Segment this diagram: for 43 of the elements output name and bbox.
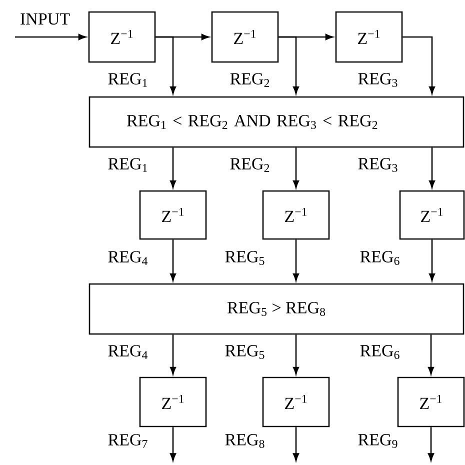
edge-label: REG$_{5}$ — [225, 251, 264, 265]
arrow — [170, 334, 176, 375]
arrow — [170, 427, 176, 461]
edge-label: REG$_{4}$ — [108, 345, 148, 359]
edge-label: REG$_{3}$ — [358, 73, 398, 87]
delay-box: Z$^{−1}$ — [88, 11, 156, 63]
edge-label: REG$_{6}$ — [360, 251, 400, 265]
arrow — [15, 34, 86, 40]
delay-box: Z$^{−1}$ — [139, 376, 207, 428]
arrow — [156, 36, 176, 94]
arrow — [278, 36, 300, 94]
delay-box: Z$^{−1}$ — [397, 376, 465, 428]
delay-box: Z$^{−1}$ — [262, 190, 330, 240]
edge-label: REG$_{2}$ — [230, 73, 270, 87]
delay-box: Z$^{−1}$ — [399, 190, 465, 240]
arrow — [428, 240, 436, 282]
edge-label: REG$_{3}$ — [358, 158, 398, 172]
edge-label: REG$_{1}$ — [108, 73, 148, 87]
edge-label: REG$_{9}$ — [358, 434, 398, 448]
arrow — [170, 148, 176, 188]
edge-label: REG$_{4}$ — [108, 251, 148, 265]
edge-label: REG$_{6}$ — [360, 345, 400, 359]
comparator-box: REG$_{1}$ < REG$_{2}$ AND REG$_{3}$ < REG$_{2}$ — [88, 96, 464, 148]
edge-label: REG$_{5}$ — [225, 345, 264, 359]
arrow — [428, 334, 434, 375]
arrow — [402, 36, 436, 94]
delay-box: Z$^{−1}$ — [262, 376, 330, 428]
edge-label: INPUT — [20, 13, 70, 25]
edge-label: REG$_{7}$ — [108, 434, 148, 448]
delay-box: Z$^{−1}$ — [211, 11, 279, 63]
arrow — [170, 240, 176, 282]
arrow — [292, 334, 300, 375]
arrow — [292, 427, 300, 461]
arrow — [428, 148, 436, 188]
edge-label: REG$_{8}$ — [225, 434, 264, 448]
delay-box: Z$^{−1}$ — [335, 11, 403, 63]
comparator-box: REG$_{5}$ > REG$_{8}$ — [88, 283, 464, 335]
arrow — [292, 240, 300, 282]
edge-label: REG$_{1}$ — [108, 158, 148, 172]
arrow — [428, 427, 434, 461]
arrow — [292, 148, 300, 188]
delay-box: Z$^{−1}$ — [139, 190, 207, 240]
edge-label: REG$_{2}$ — [230, 158, 270, 172]
